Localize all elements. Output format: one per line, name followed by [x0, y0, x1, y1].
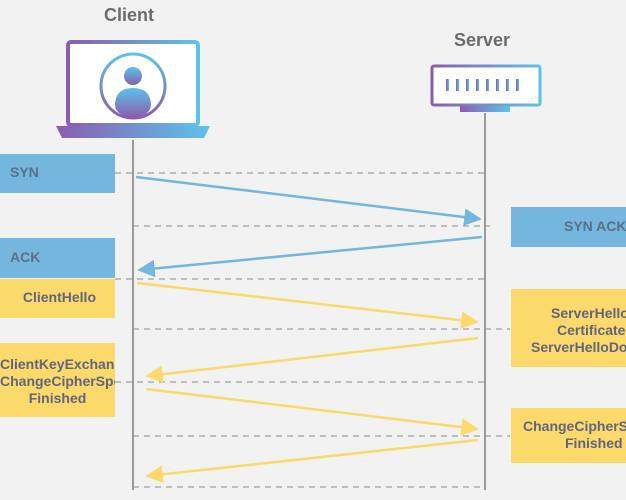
arrow-syn-ack: [137, 235, 483, 278]
message-line: SYN ACK: [564, 218, 626, 234]
message-line: Finished: [565, 435, 623, 451]
message-client-hello: ClientHello: [0, 279, 115, 318]
message-line: ChangeCipherSpec: [523, 418, 626, 434]
arrow-change-cipher: [145, 438, 479, 483]
message-change-cipher: ChangeCipherSpec Finished: [511, 408, 626, 463]
message-syn-ack: SYN ACK: [511, 207, 626, 247]
arrow-client-hello: [136, 281, 479, 329]
message-line: ServerHello: [551, 305, 626, 321]
message-server-hello: ServerHello Certificate ServerHelloDone: [511, 289, 626, 367]
message-line: ServerHelloDone: [531, 339, 626, 355]
message-line: SYN: [10, 164, 39, 180]
message-ack: ACK: [0, 238, 115, 278]
message-line: ACK: [10, 249, 41, 265]
message-syn: SYN: [0, 154, 115, 193]
message-line: ClientKeyExchange: [0, 356, 115, 372]
message-line: ClientHello: [22, 289, 96, 305]
arrow-server-hello: [145, 336, 479, 383]
message-line: Finished: [28, 390, 87, 406]
server-label: Server: [454, 30, 511, 50]
arrow-syn: [135, 175, 482, 226]
message-line: Certificate: [557, 322, 626, 338]
arrow-key-exchange: [145, 387, 479, 436]
message-line: ChangeCipherSpec: [0, 373, 115, 389]
client-label: Client: [104, 5, 155, 25]
message-key-exchange: ClientKeyExchange ChangeCipherSpec Finis…: [0, 343, 115, 417]
server-rack-icon: [430, 64, 542, 112]
laptop-user-icon: [56, 40, 210, 138]
